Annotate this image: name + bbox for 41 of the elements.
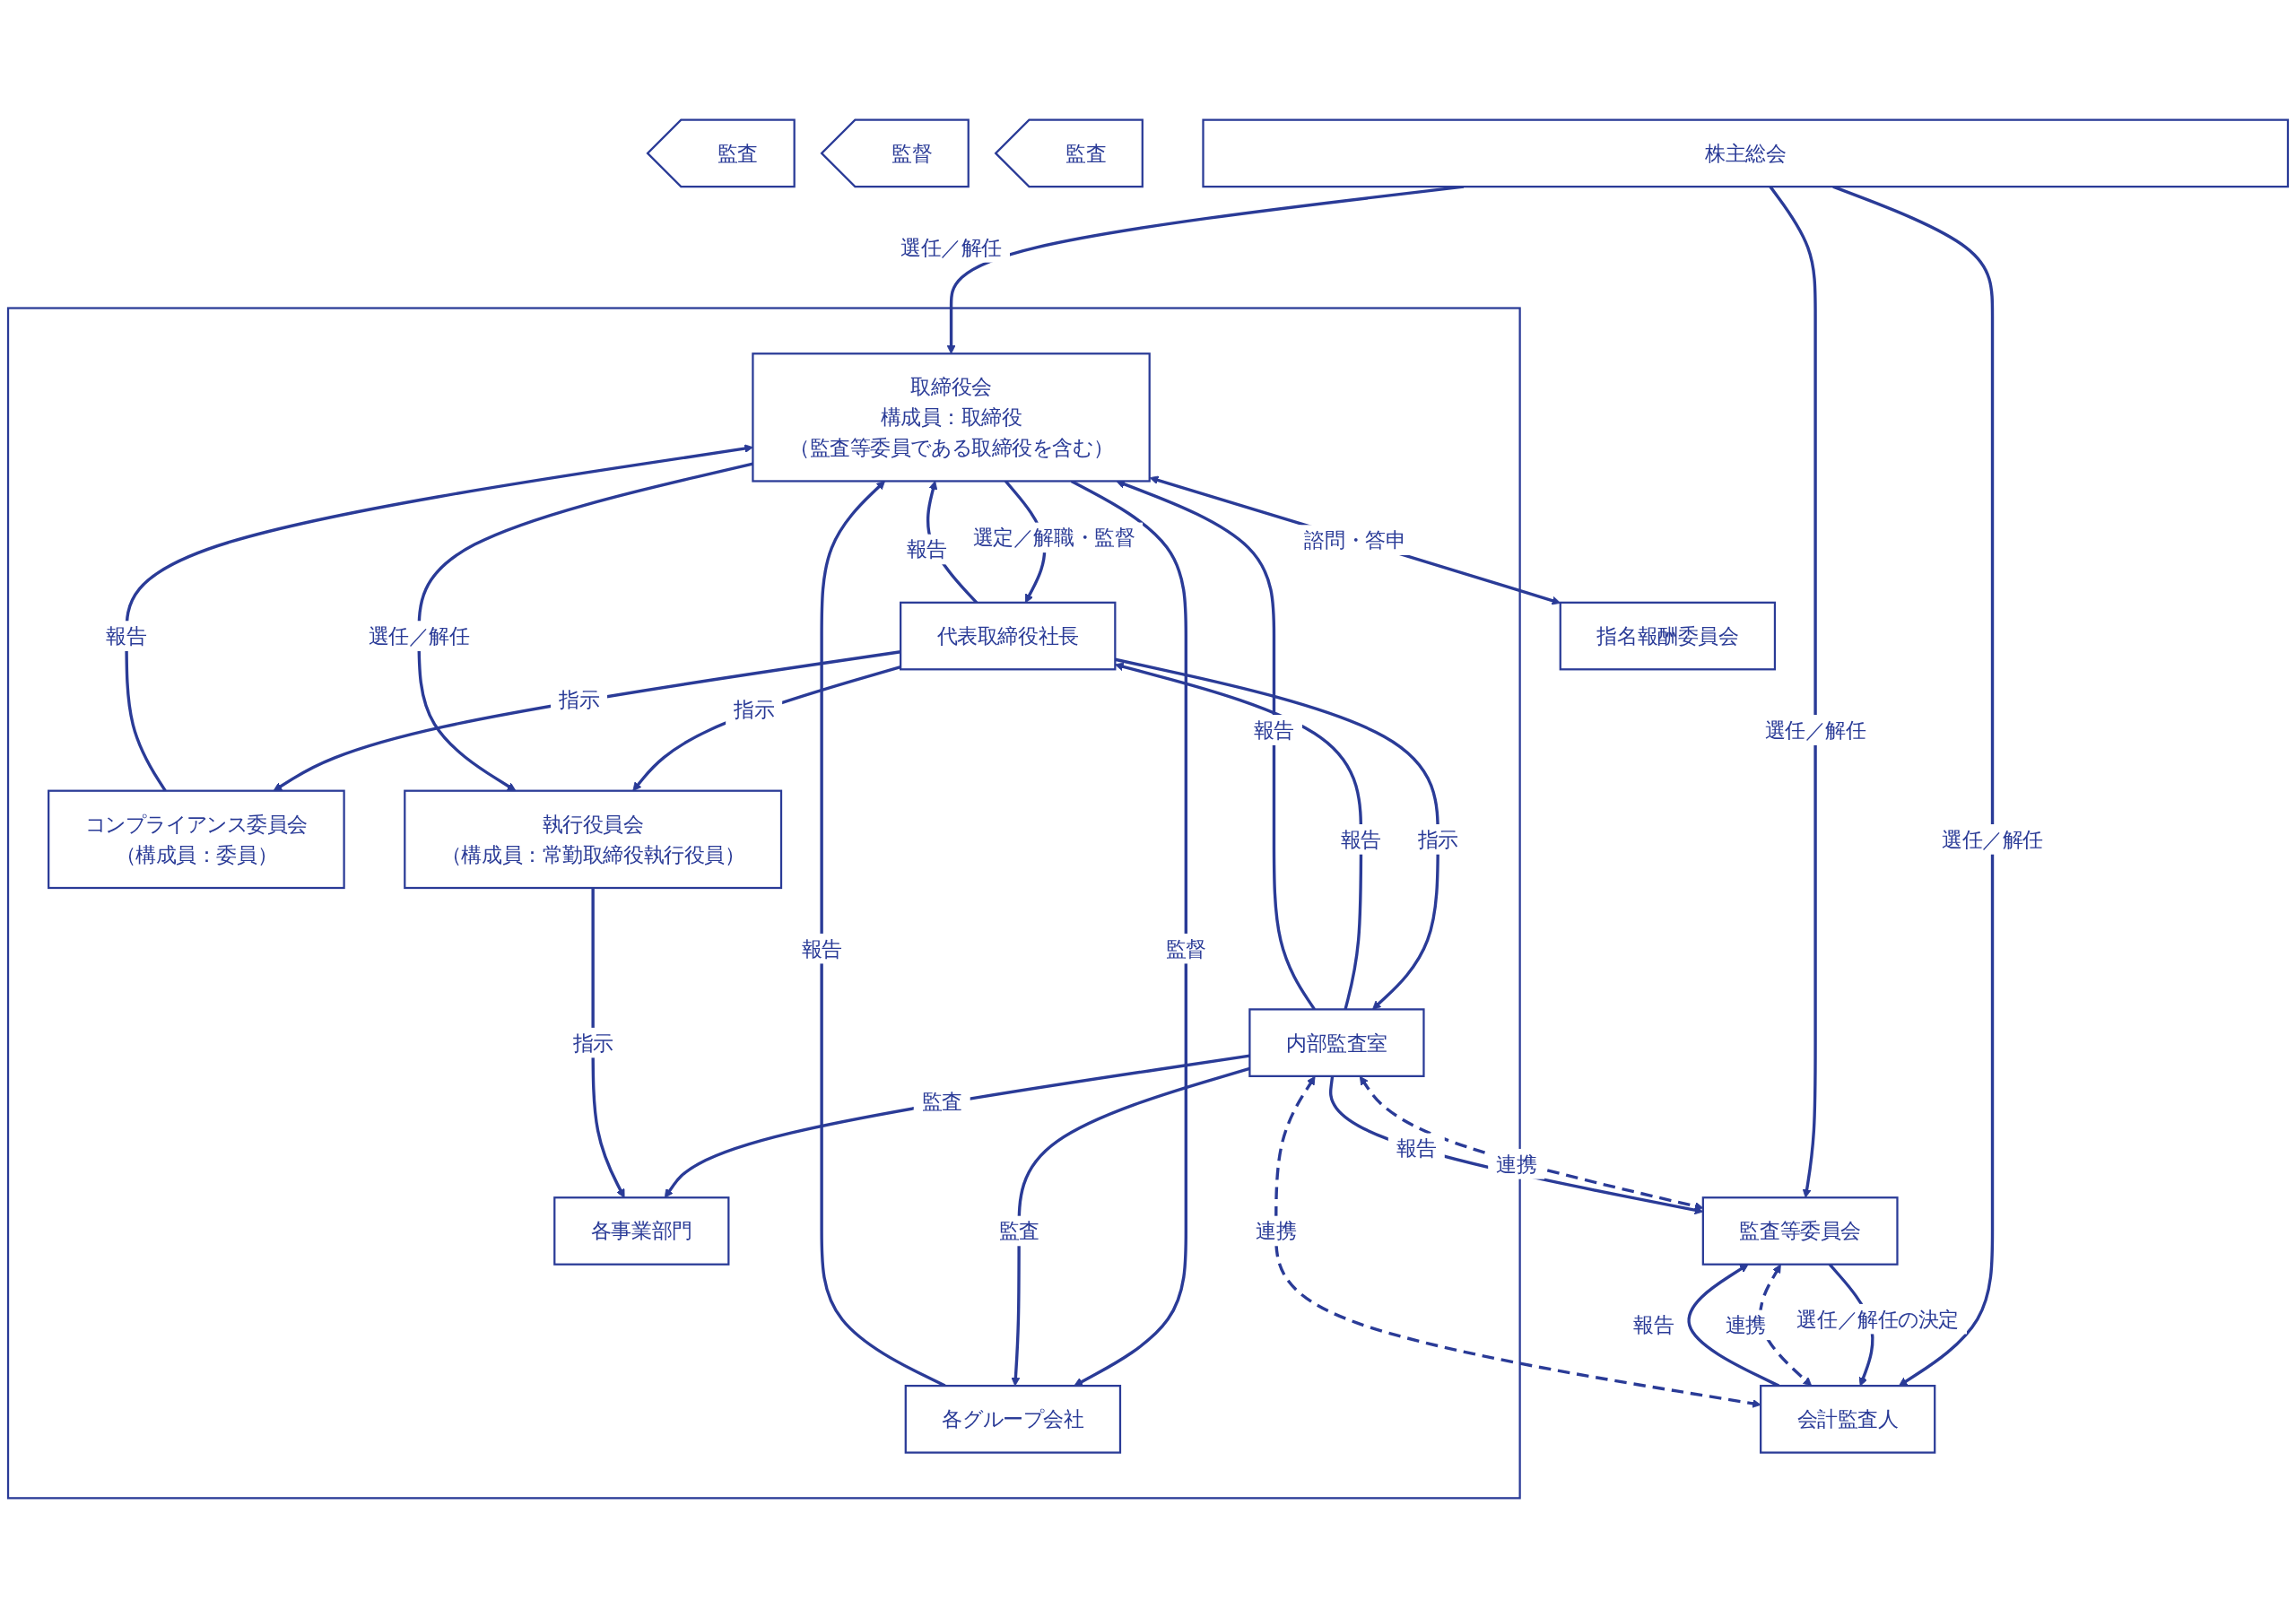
- edge-label: 選任／解任の決定: [1796, 1308, 1960, 1331]
- edge-label: 報告: [1396, 1136, 1437, 1160]
- edge-label: 選任／解任: [1942, 828, 2043, 851]
- edge-label: 連携: [1725, 1314, 1766, 1336]
- node-box: 執行役員会 （構成員：常勤取締役執行役員）: [404, 789, 783, 890]
- node-box: 内部監査室: [1248, 1008, 1425, 1077]
- edge-label: 報告: [1253, 718, 1295, 742]
- edge-label: 監査: [998, 1220, 1039, 1242]
- arrow: [1759, 1264, 1813, 1387]
- node-box: 取締役会 構成員：取締役 （監査等委員である取締役を含む）: [752, 352, 1151, 483]
- edge-label: 選任／解任: [368, 624, 470, 648]
- edge-label: 監督: [1165, 937, 1206, 961]
- edge-label: 報告: [1340, 828, 1382, 851]
- edge-label: 連携: [1256, 1220, 1297, 1242]
- edge-label: 指示: [572, 1031, 613, 1055]
- edge-label: 選任／解任: [1764, 718, 1866, 742]
- node-box: 代表取締役社長: [900, 601, 1117, 671]
- arrow: [1149, 475, 1561, 605]
- edge-label: 報告: [106, 624, 147, 648]
- edge-label: 監査: [921, 1091, 962, 1113]
- node-box: 各グループ会社: [904, 1384, 1122, 1454]
- arrow: [1011, 1066, 1250, 1387]
- edge-label: 指示: [734, 698, 775, 721]
- arrow: [591, 888, 625, 1198]
- arrow: [1274, 1075, 1761, 1408]
- edge-label: 報告: [801, 937, 842, 961]
- node-box: 株主総会: [1202, 118, 2290, 188]
- node-box: 指名報酬委員会: [1559, 601, 1777, 671]
- edge-label: 選定／解職・監督: [972, 526, 1135, 549]
- edge-label: 報告: [1633, 1314, 1674, 1336]
- edge-label: 連携: [1496, 1153, 1537, 1176]
- edge-label: 指示: [1417, 828, 1458, 851]
- node-box: 会計監査人: [1760, 1384, 1936, 1454]
- edge-label: 選任／解任: [900, 236, 1002, 259]
- edge-label: 報告: [906, 538, 947, 561]
- arrow: [664, 1054, 1250, 1198]
- node-box: コンプライアンス委員会 （構成員：委員）: [48, 789, 345, 890]
- node-box: 監査等委員会: [1701, 1196, 1899, 1266]
- edge-label: 指示: [559, 688, 600, 711]
- edge-label: 諮問・答申: [1304, 528, 1406, 552]
- node-box: 各事業部門: [553, 1196, 730, 1266]
